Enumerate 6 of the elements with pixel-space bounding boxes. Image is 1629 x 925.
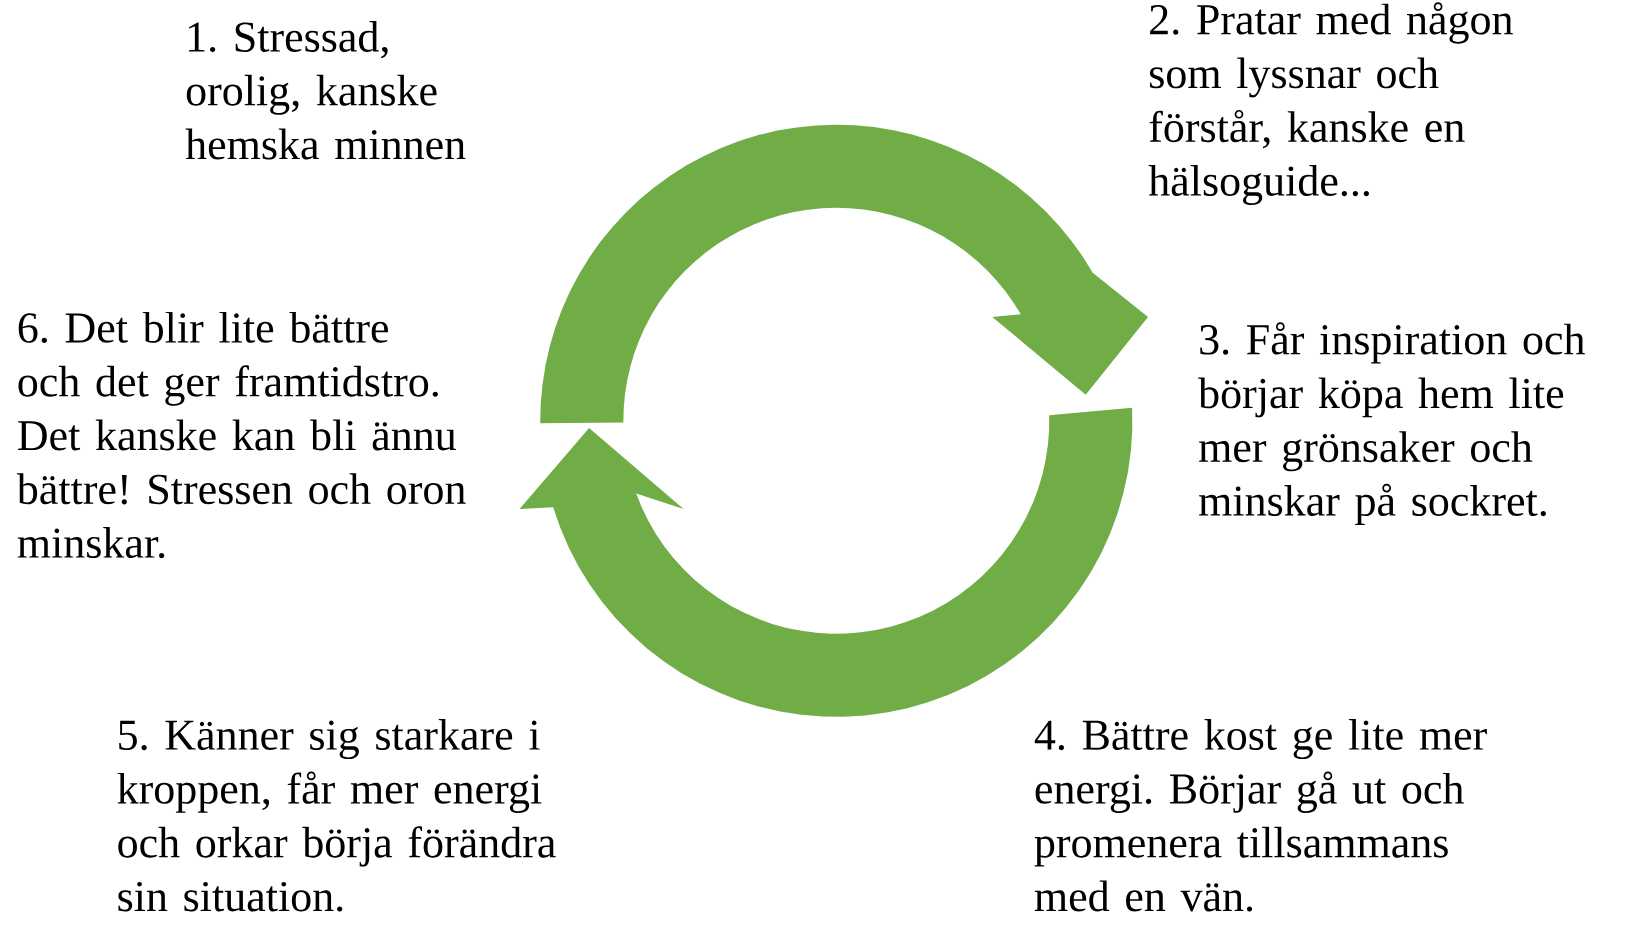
- step-text: 6. Det blir lite bättre och det ger framtidstro. Det kanske kan bli ännu bättre! Stressen och oron minskar.: [16, 311, 466, 559]
- step-text: 5. Känner sig starkare i kroppen, får mer energi och orkar börja förändra sin situation.: [117, 719, 556, 912]
- step-text: 2. Pratar med någon som lyssnar och förstår, kanske en hälsoguide...: [1148, 2, 1513, 206]
- step-text: 4. Bättre kost ge lite mer energi. Börjar gå ut och promenera tillsammans med en vän.: [1034, 719, 1487, 912]
- step-text: 1. Stressad, orolig, kanske hemska minnen: [185, 21, 466, 160]
- step-text: 3. Får inspiration och börjar köpa hem lite mer grönsaker och minskar på sockret.: [1198, 322, 1585, 525]
